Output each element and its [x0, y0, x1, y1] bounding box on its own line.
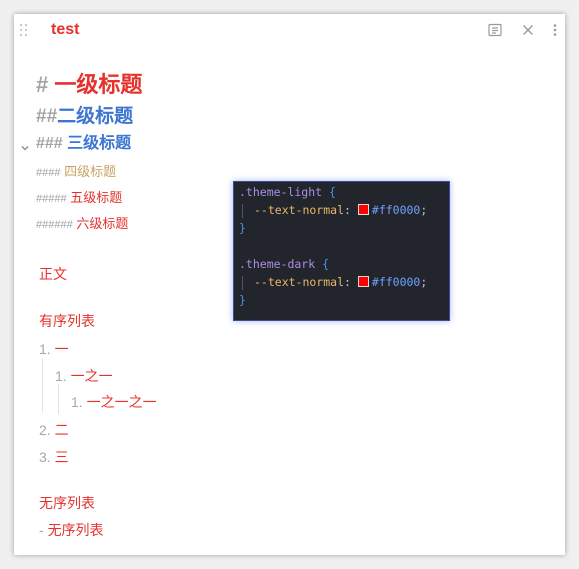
heading-6[interactable]: ###### 六级标题 — [36, 217, 128, 231]
heading-marker: #### — [36, 167, 61, 179]
list-item[interactable]: 1. 一之一 — [55, 368, 113, 384]
editor-content[interactable]: # 一级标题 ##二级标题 ### 三级标题 #### 四级标题 ##### 五… — [14, 14, 565, 555]
pane-header: test — [14, 14, 565, 48]
color-swatch-icon[interactable] — [357, 276, 369, 287]
code-line: } — [239, 221, 246, 235]
pane-title: test — [51, 21, 80, 38]
heading-3[interactable]: ### 三级标题 — [36, 136, 131, 152]
heading-marker: # — [36, 72, 49, 97]
heading-text: 四级标题 — [64, 164, 117, 179]
heading-text: 一级标题 — [54, 72, 143, 97]
ordered-list-title[interactable]: 有序列表 — [39, 313, 95, 329]
color-swatch-icon[interactable] — [357, 204, 369, 215]
code-line: .theme-dark { — [239, 257, 330, 271]
list-item[interactable]: 1. 一 — [39, 341, 69, 357]
close-icon[interactable] — [520, 22, 536, 38]
heading-marker: ### — [36, 135, 63, 152]
drag-handle-icon[interactable] — [20, 24, 30, 38]
list-indent-guide — [58, 384, 59, 414]
heading-1[interactable]: # 一级标题 — [36, 74, 142, 96]
heading-marker: ## — [36, 106, 58, 127]
list-indent-guide — [42, 358, 43, 413]
code-line: .theme-light { — [239, 185, 336, 199]
heading-marker: ###### — [36, 219, 73, 231]
unordered-list-title[interactable]: 无序列表 — [39, 495, 95, 511]
heading-text: 六级标题 — [76, 216, 129, 231]
heading-5[interactable]: ##### 五级标题 — [36, 191, 122, 205]
more-options-icon[interactable] — [547, 22, 563, 38]
heading-2[interactable]: ##二级标题 — [36, 107, 133, 126]
list-item[interactable]: 1. 一之一之一 — [71, 394, 157, 410]
fold-chevron-icon[interactable] — [20, 140, 30, 151]
heading-text: 二级标题 — [57, 106, 134, 127]
list-item[interactable]: - 无序列表 — [39, 522, 104, 538]
reading-view-icon[interactable] — [487, 22, 503, 38]
heading-text: 三级标题 — [67, 135, 132, 152]
list-item[interactable]: 3. 三 — [39, 449, 69, 465]
code-indent-guide — [242, 276, 243, 290]
css-snippet-popover: .theme-light { --text-normal: #ff0000; }… — [233, 181, 450, 321]
code-line: } — [239, 293, 246, 307]
code-line: --text-normal: #ff0000; — [254, 203, 428, 217]
heading-marker: ##### — [36, 193, 67, 205]
markdown-pane: test # 一级标题 — [14, 14, 565, 555]
code-indent-guide — [242, 204, 243, 218]
list-item[interactable]: 2. 二 — [39, 422, 69, 438]
heading-text: 五级标题 — [70, 190, 123, 205]
heading-4[interactable]: #### 四级标题 — [36, 165, 116, 179]
paragraph[interactable]: 正文 — [39, 266, 67, 282]
code-line: --text-normal: #ff0000; — [254, 275, 428, 289]
